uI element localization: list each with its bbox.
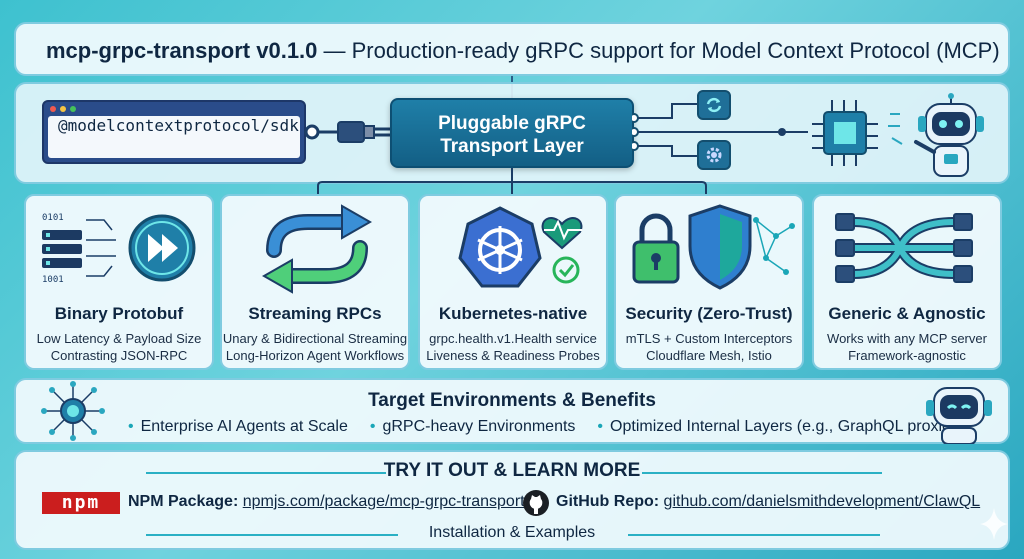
feature-title: Generic & Agnostic — [828, 304, 986, 323]
feature-card-streaming-rpcs: Streaming RPCs Unary & Bidirectional Str… — [220, 194, 410, 370]
divider — [146, 472, 386, 474]
fast-forward-icon: 0101 1001 — [42, 213, 196, 285]
sync-button-icon — [697, 90, 731, 120]
feature-line1: Works with any MCP server — [827, 331, 987, 346]
list-item: •gRPC-heavy Environments — [369, 418, 576, 435]
sdk-package-label: @modelcontextprotocol/sdk — [58, 116, 299, 135]
transport-label-line2: Transport Layer — [440, 136, 584, 157]
plug-connector-icon — [304, 121, 390, 143]
window-minimize-dot — [60, 106, 66, 112]
list-item: •Enterprise AI Agents at Scale — [128, 418, 348, 435]
target-title: Target Environments & Benefits — [368, 390, 656, 411]
try-it-out-title: TRY IT OUT & LEARN MORE — [383, 460, 641, 481]
target-environments-panel: Target Environments & Benefits •Enterpri… — [14, 378, 1010, 444]
target-item-label: Optimized Internal Layers (e.g., GraphQL… — [610, 418, 965, 435]
npm-package-label: NPM Package: — [128, 493, 239, 510]
feature-line2: Contrasting JSON-RPC — [50, 348, 188, 363]
target-list: •Enterprise AI Agents at Scale •gRPC-hea… — [128, 418, 964, 436]
svg-text:1001: 1001 — [42, 275, 64, 285]
feature-line2: Cloudflare Mesh, Istio — [646, 348, 772, 363]
lock-shield-icon — [632, 204, 795, 290]
feature-card-generic-agnostic: Generic & Agnostic Works with any MCP se… — [812, 194, 1002, 370]
title-package-version: mcp-grpc-transport v0.1.0 — [46, 38, 318, 63]
github-icon — [523, 490, 549, 516]
sync-arrows-icon — [261, 204, 373, 294]
feature-line2: Framework-agnostic — [848, 348, 966, 363]
window-maximize-dot — [70, 106, 76, 112]
sdk-window-body — [48, 116, 300, 158]
kubernetes-icon — [458, 206, 583, 288]
sdk-window: @modelcontextprotocol/sdk — [42, 100, 306, 164]
feature-line1: grpc.health.v1.Health service — [429, 331, 597, 346]
feature-card-security: Security (Zero-Trust) mTLS + Custom Inte… — [614, 194, 804, 370]
transport-label-line1: Pluggable gRPC — [438, 113, 586, 134]
npm-link-row: NPM Package: npmjs.com/package/mcp-grpc-… — [128, 493, 525, 511]
connector-cables-icon — [835, 213, 973, 283]
feature-line2: Liveness & Readiness Probes — [426, 348, 600, 363]
gear-button-icon — [697, 140, 731, 170]
feature-line1: Low Latency & Payload Size — [36, 331, 202, 346]
try-it-out-panel: TRY IT OUT & LEARN MORE npm NPM Package:… — [14, 450, 1010, 550]
feature-title: Binary Protobuf — [54, 304, 184, 323]
github-repo-label: GitHub Repo: — [556, 493, 660, 510]
network-globe-icon — [41, 381, 105, 441]
target-item-label: gRPC-heavy Environments — [382, 418, 576, 435]
list-item: •Optimized Internal Layers (e.g., GraphQ… — [597, 418, 965, 435]
installation-examples-link[interactable]: Installation & Examples — [428, 524, 596, 541]
target-item-label: Enterprise AI Agents at Scale — [140, 418, 348, 435]
transport-layer-box: Pluggable gRPC Transport Layer — [390, 98, 634, 168]
title-bar: mcp-grpc-transport v0.1.0 — Production-r… — [14, 22, 1010, 76]
robot-icon — [926, 387, 992, 444]
svg-text:0101: 0101 — [42, 213, 64, 223]
feature-line2: Long-Horizon Agent Workflows — [225, 348, 405, 363]
npm-package-link[interactable]: npmjs.com/package/mcp-grpc-transport — [242, 493, 525, 510]
feature-title: Streaming RPCs — [248, 304, 382, 323]
ai-chip-robot-icon — [812, 93, 984, 177]
divider — [642, 472, 882, 474]
feature-card-kubernetes-native: Kubernetes-native grpc.health.v1.Health … — [418, 194, 608, 370]
sparkle-icon — [980, 508, 1008, 540]
transport-connectors — [632, 103, 808, 157]
feature-title: Security (Zero-Trust) — [625, 304, 793, 323]
github-repo-link[interactable]: github.com/danielsmithdevelopment/ClawQL — [663, 493, 981, 510]
card-connector-lines — [317, 168, 707, 196]
feature-card-binary-protobuf: 0101 1001 Binary Protobuf Low Latency & P… — [24, 194, 214, 370]
window-close-dot — [50, 106, 56, 112]
feature-line1: Unary & Bidirectional Streaming — [222, 331, 408, 346]
divider — [146, 534, 398, 536]
title-description: — Production-ready gRPC support for Mode… — [317, 38, 1000, 63]
npm-logo: npm — [42, 492, 120, 514]
feature-title: Kubernetes-native — [438, 304, 588, 323]
feature-line1: mTLS + Custom Interceptors — [625, 331, 793, 346]
github-link-row: GitHub Repo: github.com/danielsmithdevel… — [556, 493, 980, 511]
divider — [628, 534, 880, 536]
page-title: mcp-grpc-transport v0.1.0 — Production-r… — [46, 38, 1000, 64]
